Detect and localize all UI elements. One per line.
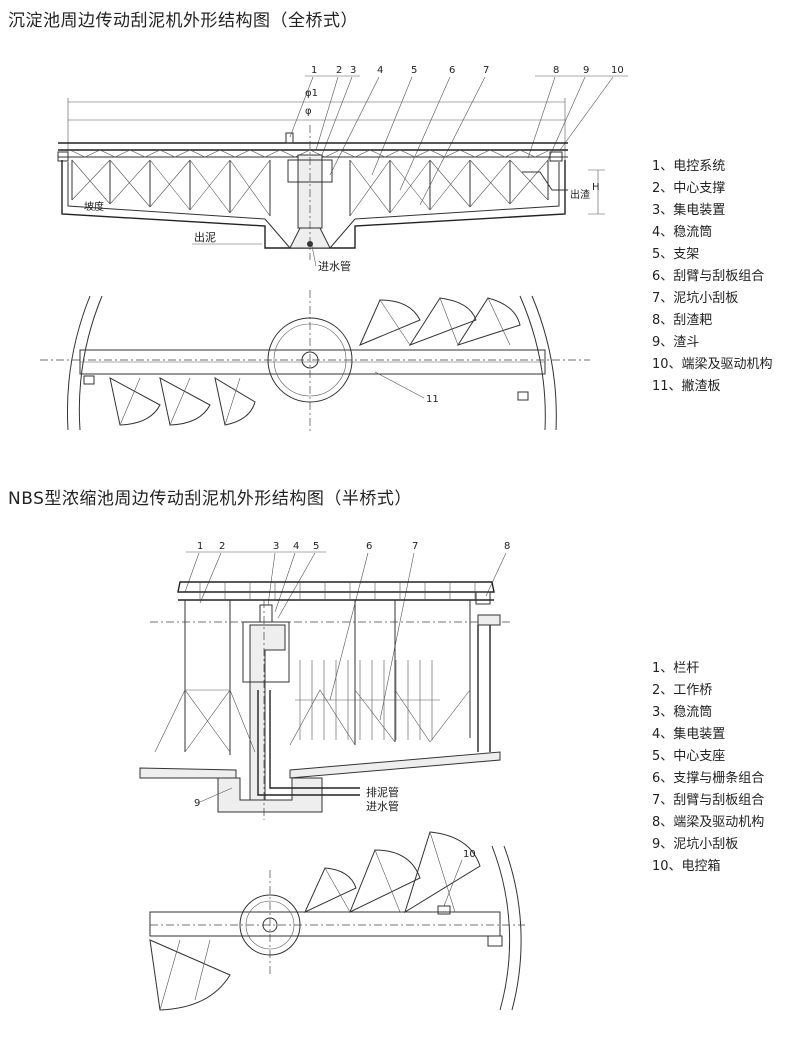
callout-number: 11	[426, 394, 439, 405]
half-bridge-elevation: 1 2 3 4 5 6 7 8	[139, 541, 510, 820]
callout-number: 1	[311, 65, 317, 76]
dimension-label: φ1	[305, 88, 318, 99]
legend-full-bridge: 1、电控系统 2、中心支撑 3、集电装置 4、稳流筒 5、支架 6、刮臂与刮板组…	[652, 156, 773, 398]
legend-item: 5、支架	[652, 247, 700, 262]
label-water-inlet: 进水管	[318, 259, 351, 273]
callout-number: 3	[273, 541, 279, 552]
callout-number: 3	[350, 65, 356, 76]
callout-number: 5	[313, 541, 319, 552]
callout-number: 7	[483, 65, 489, 76]
legend-item: 6、刮臂与刮板组合	[652, 269, 765, 284]
legend-item: 9、渣斗	[652, 335, 700, 350]
legend-item: 9、泥坑小刮板	[652, 837, 739, 852]
legend-item: 2、工作桥	[652, 683, 713, 698]
callout-number: 5	[411, 65, 417, 76]
callout-number: 6	[449, 65, 455, 76]
legend-item: 6、支撑与栅条组合	[652, 771, 765, 786]
callout-number: 10	[611, 65, 624, 76]
half-bridge-plan: 10	[149, 831, 525, 1011]
legend-item: 7、刮臂与刮板组合	[652, 793, 765, 808]
full-bridge-plan: 11	[40, 290, 590, 432]
dimension-label: φ	[305, 106, 312, 117]
callout-number: 2	[336, 65, 342, 76]
legend-item: 3、集电装置	[652, 203, 726, 218]
callout-number: 1	[197, 541, 203, 552]
legend-item: 1、栏杆	[652, 661, 700, 676]
legend-item: 4、集电装置	[652, 727, 726, 742]
legend-item: 4、稳流筒	[652, 225, 713, 240]
full-bridge-elevation: 1 2 3 4 5 6 7 8 9 10 φ1 φ	[57, 65, 628, 273]
callout-number: 9	[194, 798, 200, 809]
callout-number: 2	[219, 541, 225, 552]
label-scum-out: 出渣	[570, 188, 590, 201]
legend-item: 1、电控系统	[652, 159, 726, 174]
callout-number: 4	[377, 65, 383, 76]
title-half-bridge: NBS型浓缩池周边传动刮泥机外形结构图（半桥式）	[8, 489, 412, 509]
dimension-height: H	[592, 182, 600, 193]
callout-number: 6	[366, 541, 372, 552]
label-slope: 坡度	[84, 200, 104, 213]
legend-item: 10、端梁及驱动机构	[652, 357, 773, 372]
legend-item: 3、稳流筒	[652, 705, 713, 720]
legend-item: 7、泥坑小刮板	[652, 291, 739, 306]
callout-number: 8	[504, 541, 510, 552]
callout-number: 4	[293, 541, 299, 552]
label-sludge-out: 出泥	[194, 230, 216, 244]
legend-half-bridge: 1、栏杆 2、工作桥 3、稳流筒 4、集电装置 5、中心支座 6、支撑与栅条组合…	[652, 658, 764, 878]
legend-item: 8、端梁及驱动机构	[652, 815, 765, 830]
legend-item: 8、刮渣耙	[652, 313, 713, 328]
legend-item: 5、中心支座	[652, 749, 726, 764]
title-full-bridge: 沉淀池周边传动刮泥机外形结构图（全桥式）	[8, 11, 358, 31]
callout-number: 9	[583, 65, 589, 76]
label-sludge-pipe: 排泥管	[366, 785, 399, 799]
callout-number: 10	[463, 849, 476, 860]
label-water-pipe: 进水管	[366, 799, 399, 813]
legend-item: 10、电控箱	[652, 859, 721, 874]
callout-number: 8	[553, 65, 559, 76]
legend-item: 11、撇渣板	[652, 379, 721, 394]
callout-number: 7	[412, 541, 418, 552]
legend-item: 2、中心支撑	[652, 181, 726, 196]
